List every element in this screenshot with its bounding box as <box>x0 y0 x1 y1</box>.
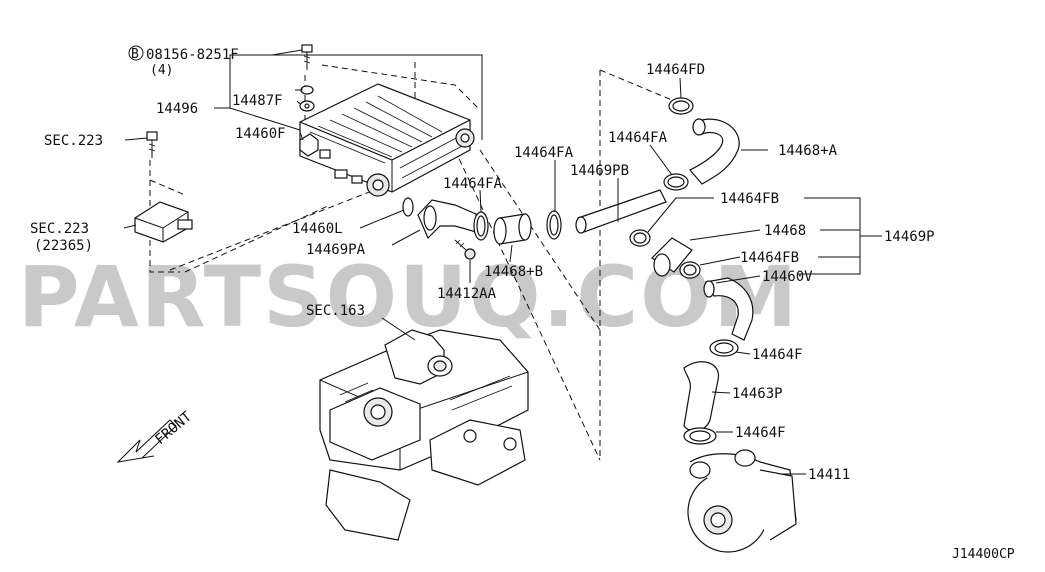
clamp-14464FB-a[interactable] <box>629 229 651 247</box>
hose-14468A[interactable] <box>689 118 740 185</box>
label-14412AA: 14412AA <box>437 286 497 302</box>
grommet-14487F[interactable] <box>299 85 315 112</box>
hose-14463P[interactable] <box>683 361 719 432</box>
label-14464FA-c: 14464FA <box>608 130 668 146</box>
label-14464FA-b: 14464FA <box>514 145 574 161</box>
label-14469PA: 14469PA <box>306 242 366 258</box>
clamp-14464FA-c[interactable] <box>663 173 689 191</box>
clamp-14464FA-a[interactable] <box>473 211 489 241</box>
label-14464FD: 14464FD <box>646 62 705 78</box>
clamp-14460F[interactable] <box>299 133 331 159</box>
pipe-14469PB[interactable] <box>575 189 667 234</box>
clamp-14464FB-b[interactable] <box>679 261 701 279</box>
label-14468: 14468 <box>764 223 806 239</box>
duct-14469PA[interactable] <box>417 199 477 240</box>
label-14464F-b: 14464F <box>735 425 786 441</box>
label-14460V: 14460V <box>762 269 813 285</box>
engine-block-sec163[interactable] <box>319 329 529 541</box>
label-14464FB-b: 14464FB <box>740 250 799 266</box>
label-14469P: 14469P <box>884 229 935 245</box>
clamp-14464FA-b[interactable] <box>546 210 562 240</box>
label-14468B: 14468+B <box>484 264 543 280</box>
diagram-code: J14400CP <box>952 547 1015 562</box>
label-sec223-top: SEC.223 <box>44 133 103 149</box>
label-sec163: SEC.163 <box>306 303 365 319</box>
clamp-14464FD[interactable] <box>668 97 694 115</box>
bolt-08156[interactable] <box>301 44 313 70</box>
boost-sensor-22365[interactable] <box>134 201 193 243</box>
label-14496: 14496 <box>156 101 198 117</box>
label-qty-4: (4) <box>150 63 173 78</box>
label-14469PB: 14469PB <box>570 163 629 179</box>
label-22365: (22365) <box>34 238 93 254</box>
leader-lines <box>123 49 882 475</box>
dashed-frame-lines <box>149 62 673 461</box>
front-arrow <box>116 419 177 463</box>
label-14464FA-a: 14464FA <box>443 176 503 192</box>
bolt-14412AA[interactable] <box>454 239 476 260</box>
label-14464F-a: 14464F <box>752 347 803 363</box>
turbocharger-14411[interactable] <box>687 449 797 553</box>
clamp-14464F-b[interactable] <box>683 427 717 445</box>
bolt-sec223[interactable] <box>146 131 158 158</box>
elbow-14460V[interactable] <box>703 277 754 341</box>
label-14463P: 14463P <box>732 386 783 402</box>
front-label: FRONT <box>152 408 195 448</box>
hose-14468[interactable] <box>651 237 693 277</box>
label-14468A: 14468+A <box>778 143 838 159</box>
gasket-14460L[interactable] <box>402 197 414 217</box>
label-14411: 14411 <box>808 467 850 483</box>
clamp-14464F-a[interactable] <box>709 339 739 357</box>
bolt-circle-letter: B <box>131 47 139 62</box>
bolt-circle-marker: B <box>128 45 144 62</box>
label-14460L: 14460L <box>292 221 343 237</box>
label-sec223-bottom: SEC.223 <box>30 221 89 237</box>
label-08156-8251F: 08156-8251F <box>146 47 239 63</box>
intercooler[interactable] <box>299 83 475 197</box>
label-14464FB-a: 14464FB <box>720 191 779 207</box>
label-14460F: 14460F <box>235 126 286 142</box>
hose-14468B[interactable] <box>493 213 532 245</box>
label-14487F: 14487F <box>232 93 283 109</box>
